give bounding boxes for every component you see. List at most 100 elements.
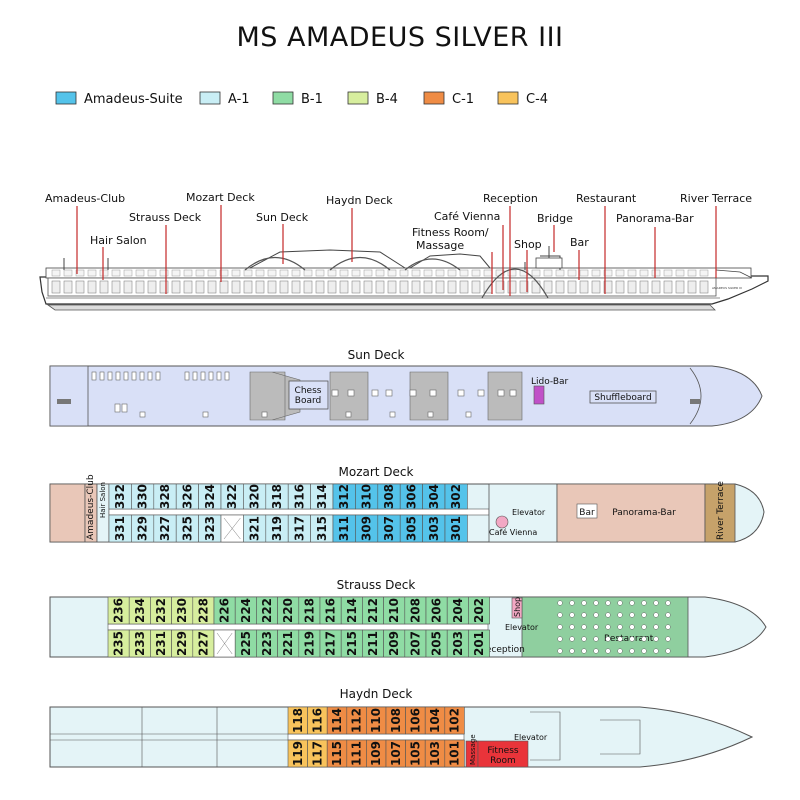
cabin-number: 202 [472,598,486,623]
legend-swatch [55,91,77,105]
cabin-number: 101 [448,741,462,766]
cabin-number: 112 [350,708,364,733]
cabin-number: 108 [389,708,403,733]
label-hair-salon: Hair Salon [90,234,147,247]
cabin-number: 222 [260,598,274,623]
cabin-number: 303 [427,516,441,541]
cabin-number: 332 [113,484,127,509]
amadeus-club-room-label: Amadeus-Club [86,474,96,540]
cabin-number: 323 [203,516,217,541]
label-cafe-vienna: Café Vienna [434,210,500,223]
cabin-number: 329 [136,516,150,541]
cabin-number: 227 [196,631,210,656]
cabin [444,706,465,735]
cabin [444,514,468,543]
haydn-elevator-label: Elevator [514,733,548,742]
cabin-number: 110 [369,708,383,733]
shuffleboard-label: Shuffleboard [594,393,651,403]
cabin-number: 327 [158,516,172,541]
reception-room-label: Reception [480,645,525,655]
label-massage: Massage [416,239,464,252]
lido-bar-label: Lido-Bar [531,377,569,387]
shop-room-label: Shop [513,597,522,617]
cabin-number: 321 [248,516,262,541]
legend-label: C-1 [452,92,474,107]
cabin-number: 308 [382,484,396,509]
cabin-number: 305 [404,516,418,541]
cabin-number: 314 [315,484,329,509]
cabin-number: 225 [239,631,253,656]
cabin-number: 205 [430,631,444,656]
cabin-number: 310 [360,484,374,509]
massage-room-label: Massage [469,734,477,765]
cabin-number: 203 [451,631,465,656]
label-amadeus-club: Amadeus-Club [45,192,125,205]
cabin-number: 322 [225,484,239,509]
label-panorama-bar: Panorama-Bar [616,212,694,225]
label-bar: Bar [570,236,589,249]
cabin-number: 220 [281,598,295,623]
label-reception: Reception [483,192,538,205]
label-haydn-deck: Haydn Deck [326,194,393,207]
cabin-number: 204 [451,598,465,623]
mozart-deck-plan: Mozart Deck Amadeus-Club Hair Salon Bar … [49,465,765,543]
cabin-number: 317 [292,516,306,541]
legend-swatch [423,91,445,105]
cabin-number: 315 [315,516,329,541]
legend-label: A-1 [228,92,250,107]
cabin-number: 116 [310,708,324,733]
cabin-number: 219 [302,631,316,656]
cabin-number: 226 [218,598,232,623]
cabin-number: 328 [158,484,172,509]
cabin [444,483,468,510]
mozart-cafe-vienna-label: Café Vienna [489,527,537,537]
cabin-number: 304 [427,484,441,509]
cabin-number: 230 [175,598,189,623]
cabin-number: 115 [330,741,344,766]
page-title: MS AMADEUS SILVER III [236,22,564,53]
cabin-number: 231 [154,631,168,656]
cabin-number: 103 [428,741,442,766]
cabin-number: 228 [196,598,210,623]
cabin-number: 306 [404,484,418,509]
cabin-number: 233 [133,631,147,656]
cabin-number: 312 [337,484,351,509]
label-strauss-deck: Strauss Deck [129,211,202,224]
sun-deck-plan: Sun Deck Chess Board Lido-Bar Shuffleboa… [49,348,763,427]
cabin-number: 234 [133,598,147,623]
cabin-number: 216 [324,598,338,623]
ship-profile: AMADEUS SILVER III Amadeus-Club Hair Sal… [39,191,769,311]
cabin-number: 229 [175,631,189,656]
cabin-number: 212 [366,598,380,623]
cabin-number: 232 [154,598,168,623]
cabin-number: 215 [345,631,359,656]
chess-board-label-1: Chess [295,386,322,396]
haydn-deck-plan: Haydn Deck Massage Fitness Room Elevator… [49,687,754,768]
cabin-number: 117 [310,741,324,766]
cabin-number: 211 [366,631,380,656]
cabin [468,596,490,625]
river-terrace-room-label: River Terrace [716,481,726,540]
legend-label: B-4 [376,92,398,107]
label-sun-deck: Sun Deck [256,211,309,224]
haydn-deck-title: Haydn Deck [340,687,413,701]
legend-swatch [497,91,519,105]
strauss-elevator-label: Elevator [505,623,539,632]
label-fitness-room: Fitness Room/ [412,226,489,239]
cabin-number: 105 [408,741,422,766]
cabin-number: 330 [136,484,150,509]
mozart-bar-label: Bar [579,508,595,518]
cabin-number: 118 [291,708,305,733]
cabin-number: 326 [180,484,194,509]
cabin-number: 104 [428,708,442,733]
cabin-number: 301 [449,516,463,541]
cabin-number: 119 [291,741,305,766]
cabin-number: 221 [281,631,295,656]
cabin-number: 223 [260,631,274,656]
cabin-number: 331 [113,516,127,541]
cabin-number: 316 [292,484,306,509]
sun-deck-title: Sun Deck [348,348,405,362]
fitness-room-label-2: Room [490,756,516,766]
label-restaurant: Restaurant [576,192,637,205]
